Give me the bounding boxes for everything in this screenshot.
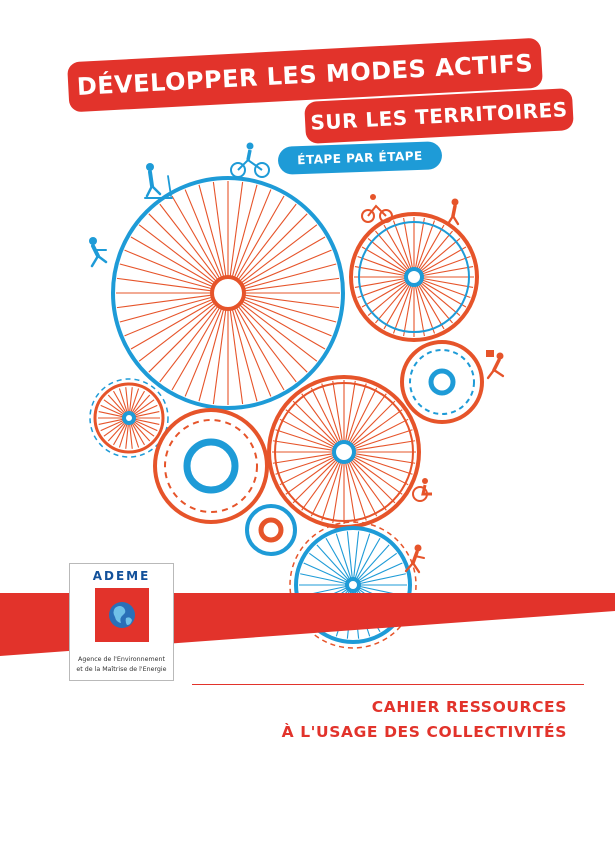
wheels-group bbox=[89, 176, 484, 649]
pedestrian-right-icon bbox=[446, 198, 460, 226]
runner-icon bbox=[486, 350, 505, 380]
cyclist-top-icon bbox=[230, 142, 270, 178]
scooter-person-icon bbox=[144, 163, 173, 199]
ademe-wordmark: ADEME bbox=[92, 569, 151, 583]
walker-bottom-icon bbox=[404, 544, 425, 574]
earth-globe-icon bbox=[95, 588, 149, 642]
wheelchair-icon bbox=[412, 478, 432, 502]
medium-left-wheel bbox=[153, 408, 269, 524]
small-right-wheel bbox=[400, 340, 484, 424]
cyclist-right-icon bbox=[361, 194, 393, 223]
small-left-wheel bbox=[89, 378, 169, 458]
tiny-wheel bbox=[245, 504, 297, 556]
ademe-logo: ADEME Agence de l'Environnement et de la… bbox=[69, 563, 174, 681]
subtitle-line2: À L'USAGE DES COLLECTIVITÉS bbox=[281, 723, 567, 741]
top-right-wheel bbox=[349, 212, 479, 342]
pedestrian-left-icon bbox=[89, 237, 108, 268]
agency-name-line2: et de la Maîtrise de l'Energie bbox=[76, 666, 167, 673]
divider-line bbox=[192, 684, 584, 685]
agency-name-line1: Agence de l'Environnement bbox=[78, 656, 165, 663]
big-blue-wheel bbox=[111, 176, 345, 410]
subtitle-line1: CAHIER RESSOURCES bbox=[371, 698, 567, 716]
step-tag: ÉTAPE PAR ÉTAPE bbox=[277, 141, 443, 175]
